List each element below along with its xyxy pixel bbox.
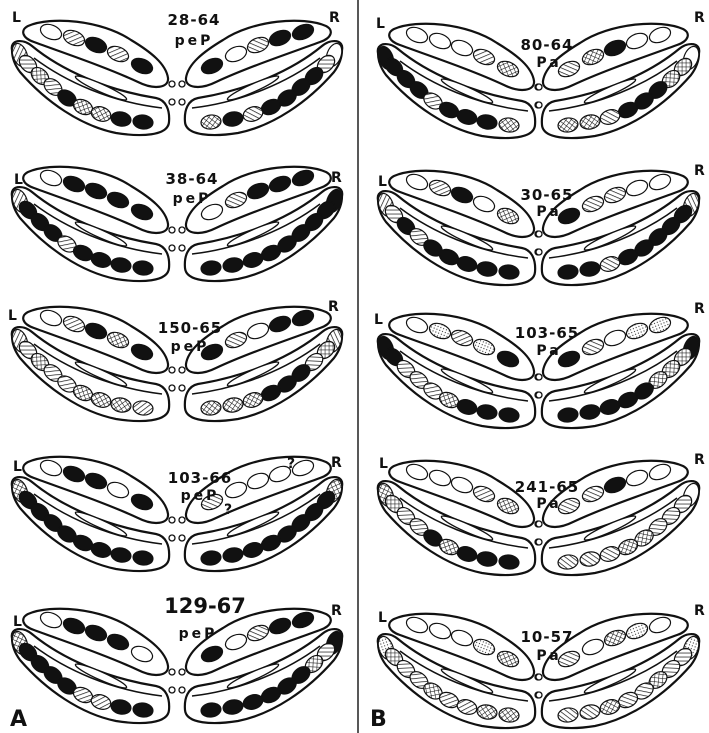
- group-label: Pa: [536, 343, 561, 359]
- side-label-left: L: [14, 172, 23, 188]
- section-id-label: 150-65: [158, 319, 222, 337]
- side-label-left: L: [374, 312, 383, 328]
- side-label-left: L: [13, 614, 22, 630]
- section-id-label: 80-64: [521, 36, 574, 54]
- small-nub: [179, 245, 185, 251]
- group-label: peP: [179, 626, 218, 642]
- section-left-hemisphere: [9, 21, 175, 135]
- small-nub: [179, 517, 185, 523]
- small-nub: [179, 687, 185, 693]
- small-nub: [179, 535, 185, 541]
- section-id-label: 103-65: [515, 324, 579, 342]
- section-id-label: 103-66: [168, 469, 232, 487]
- small-nub: [169, 367, 175, 373]
- small-nub: [169, 385, 175, 391]
- question-mark: ?: [287, 456, 295, 472]
- small-nub: [179, 227, 185, 233]
- panel-letter: A: [10, 707, 27, 732]
- small-nub: [179, 99, 185, 105]
- section-id-label: 241-65: [515, 478, 579, 496]
- section-left-hemisphere: [375, 24, 541, 138]
- small-nub: [536, 102, 542, 108]
- side-label-right: R: [694, 301, 705, 317]
- small-nub: [169, 535, 175, 541]
- side-label-left: L: [378, 610, 387, 626]
- side-label-right: R: [694, 452, 705, 468]
- section-drawings: [9, 21, 701, 728]
- side-label-right: R: [694, 603, 705, 619]
- section-id-label: 10-57: [521, 628, 574, 646]
- small-nub: [169, 669, 175, 675]
- small-nub: [536, 692, 542, 698]
- small-nub: [169, 245, 175, 251]
- group-label: Pa: [536, 648, 561, 664]
- group-label: peP: [175, 33, 214, 49]
- small-nub: [169, 227, 175, 233]
- group-label: Pa: [536, 496, 561, 512]
- side-label-left: L: [12, 10, 21, 26]
- group-label: peP: [173, 191, 212, 207]
- group-label: Pa: [536, 204, 561, 220]
- small-nub: [179, 367, 185, 373]
- small-nub: [536, 539, 542, 545]
- section-id-label: 30-65: [521, 186, 574, 204]
- small-nub: [179, 385, 185, 391]
- section-id-label: 28-64: [168, 11, 221, 29]
- group-label: peP: [171, 339, 210, 355]
- side-label-right: R: [329, 10, 340, 26]
- section-left-hemisphere: [9, 167, 175, 281]
- section-id-label: 129-67: [164, 594, 246, 618]
- side-label-left: L: [13, 459, 22, 475]
- section-left-hemisphere: [9, 307, 175, 421]
- side-label-right: R: [328, 299, 339, 315]
- small-nub: [536, 84, 542, 90]
- small-nub: [536, 374, 542, 380]
- small-nub: [169, 687, 175, 693]
- small-nub: [536, 674, 542, 680]
- small-nub: [169, 81, 175, 87]
- small-nub: [536, 521, 542, 527]
- side-label-left: L: [378, 174, 387, 190]
- side-label-right: R: [694, 10, 705, 26]
- section-id-label: 38-64: [166, 170, 219, 188]
- section-left-hemisphere: [375, 614, 541, 728]
- side-label-right: R: [331, 170, 342, 186]
- panel-letter: B: [370, 707, 387, 732]
- group-label: Pa: [536, 55, 561, 71]
- side-label-right: R: [331, 455, 342, 471]
- side-label-left: L: [8, 308, 17, 324]
- small-nub: [169, 99, 175, 105]
- small-nub: [179, 81, 185, 87]
- side-label-right: R: [694, 163, 705, 179]
- side-label-left: L: [379, 456, 388, 472]
- section-left-hemisphere: [9, 457, 175, 571]
- section-left-hemisphere: [9, 609, 175, 723]
- question-mark: ?: [224, 502, 232, 518]
- small-nub: [536, 231, 542, 237]
- small-nub: [179, 669, 185, 675]
- small-nub: [536, 249, 542, 255]
- side-label-right: R: [331, 603, 342, 619]
- group-label: peP: [181, 488, 220, 504]
- small-nub: [169, 517, 175, 523]
- section-left-hemisphere: [375, 171, 541, 285]
- side-label-left: L: [376, 16, 385, 32]
- small-nub: [536, 392, 542, 398]
